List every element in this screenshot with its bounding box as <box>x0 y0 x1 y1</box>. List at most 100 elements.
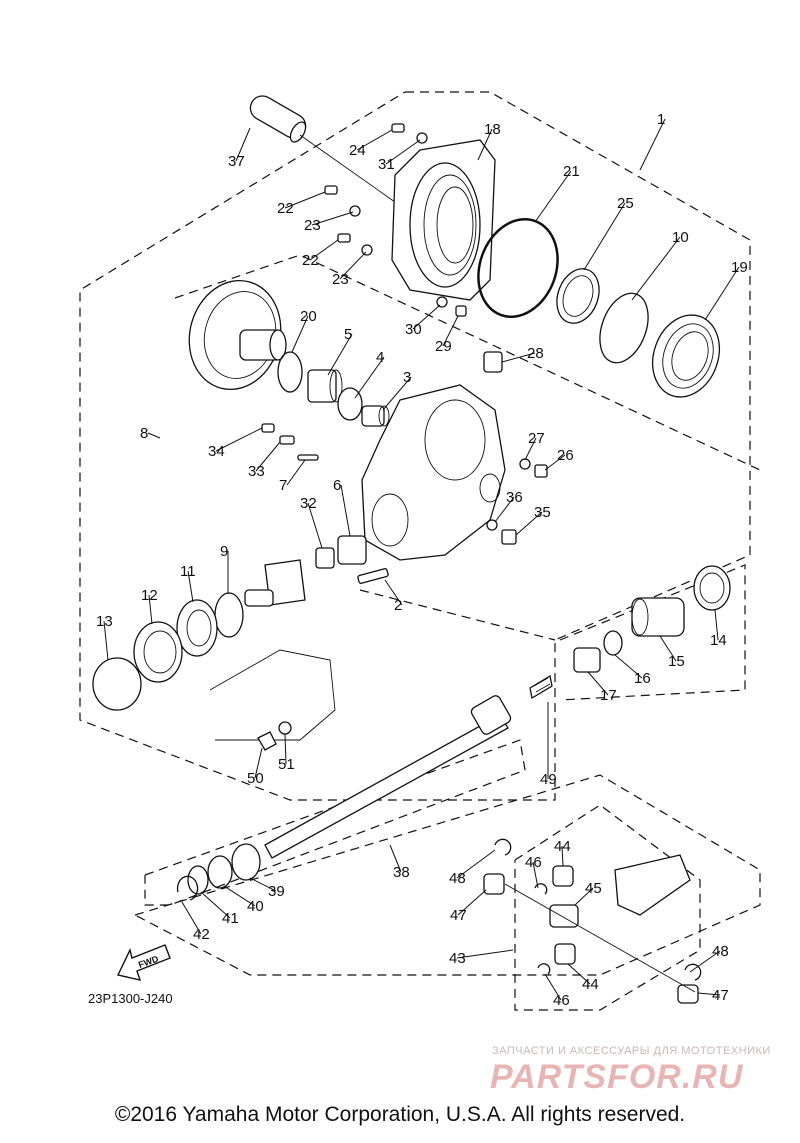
callout-45: 45 <box>585 880 602 897</box>
leader-line-35 <box>515 511 543 536</box>
callout-9: 9 <box>220 543 228 560</box>
callout-47: 47 <box>712 987 729 1004</box>
leader-line-44 <box>567 963 591 985</box>
part-19-bearing <box>652 314 720 398</box>
callout-31: 31 <box>378 156 395 173</box>
leader-line-45 <box>574 887 594 906</box>
part-41-washer <box>187 865 209 895</box>
part-11-bearing <box>176 599 218 657</box>
callout-14: 14 <box>710 632 727 649</box>
leader-line-23 <box>339 251 367 280</box>
part-35-bolt <box>501 529 517 545</box>
callout-18: 18 <box>484 121 501 138</box>
callout-13: 13 <box>96 613 113 630</box>
part-51-washer <box>278 721 292 735</box>
part-8-ring-gear <box>188 279 287 391</box>
callout-48: 48 <box>712 943 729 960</box>
part-37-tube <box>249 95 307 143</box>
leader-line-8 <box>147 432 161 439</box>
callout-39: 39 <box>268 883 285 900</box>
leader-line-10 <box>631 236 681 301</box>
callout-23: 23 <box>332 271 349 288</box>
callout-50: 50 <box>247 770 264 787</box>
leader-line-30 <box>412 304 441 330</box>
callout-46: 46 <box>553 992 570 1009</box>
part-26-bolt <box>534 464 548 478</box>
part-32-collar <box>315 547 335 569</box>
callout-22: 22 <box>277 200 294 217</box>
part-49-spring <box>529 674 553 700</box>
leader-line-19 <box>704 266 740 321</box>
leader-line-33 <box>255 441 281 472</box>
leader-line-27 <box>524 437 537 461</box>
callout-36: 36 <box>506 489 523 506</box>
callout-17: 17 <box>600 687 617 704</box>
part-36-washer <box>486 519 498 531</box>
assembly-boundaries <box>79 91 761 1011</box>
diagram-code: 23P1300-J240 <box>88 991 173 1006</box>
leader-line-38 <box>389 844 402 873</box>
callout-20: 20 <box>300 308 317 325</box>
callout-29: 29 <box>435 338 452 355</box>
leader-line-12 <box>148 594 153 625</box>
callout-4: 4 <box>376 349 384 366</box>
leader-line-47 <box>457 889 487 916</box>
fwd-arrow-icon: FWD <box>116 944 171 981</box>
leader-line-18 <box>477 128 493 161</box>
part-swingarm-outline <box>209 649 336 741</box>
part-gear-case <box>361 384 506 561</box>
leader-line-29 <box>442 315 459 347</box>
part-27-washer <box>519 458 531 470</box>
callout-22: 22 <box>302 252 319 269</box>
callout-group: 1234567891011121314151617181920212222232… <box>96 111 748 1009</box>
callout-43: 43 <box>449 950 466 967</box>
leader-line-23 <box>311 211 354 226</box>
part-3-collar <box>361 405 390 427</box>
leader-line-2 <box>384 579 403 606</box>
part-14-seal <box>693 565 731 611</box>
callout-51: 51 <box>278 756 295 773</box>
leader-line-14 <box>714 609 719 641</box>
leader-line-47 <box>697 992 721 996</box>
leader-line-42 <box>181 901 202 935</box>
part-34-33-7 <box>261 423 319 461</box>
callout-24: 24 <box>349 142 366 159</box>
leader-line-34 <box>215 427 263 452</box>
callout-28: 28 <box>527 345 544 362</box>
part-38-drive-shaft <box>264 695 512 859</box>
leader-line-11 <box>187 570 194 603</box>
callout-16: 16 <box>634 670 651 687</box>
callout-6: 6 <box>333 477 341 494</box>
part-5-bearing <box>307 369 343 403</box>
callout-7: 7 <box>279 477 287 494</box>
part-6-bearing <box>337 535 367 565</box>
part-shapes: FWD <box>92 95 731 1004</box>
leader-line-51 <box>284 733 287 765</box>
callout-8: 8 <box>140 425 148 442</box>
part-2-stud <box>357 568 389 584</box>
leader-line-31 <box>385 139 421 165</box>
callout-27: 27 <box>528 430 545 447</box>
callout-15: 15 <box>668 653 685 670</box>
callout-38: 38 <box>393 864 410 881</box>
watermark-tagline: ЗАПЧАСТИ И АКСЕССУАРЫ ДЛЯ МОТОТЕХНИКИ <box>492 1045 771 1057</box>
leader-line-15 <box>659 635 677 662</box>
leader-line-5 <box>327 333 353 376</box>
callout-12: 12 <box>141 587 158 604</box>
part-42-circlip <box>176 875 199 901</box>
part-17-collar <box>573 647 601 673</box>
part-universal-joint <box>483 838 702 1004</box>
callout-23: 23 <box>304 217 321 234</box>
callout-30: 30 <box>405 321 422 338</box>
part-16-washer <box>603 630 623 656</box>
part-39-seal <box>231 843 261 881</box>
leader-line-4 <box>354 356 385 399</box>
part-40-washer <box>207 855 233 889</box>
callout-21: 21 <box>563 163 580 180</box>
leader-line-1 <box>639 118 666 171</box>
leader-line-25 <box>583 202 626 271</box>
callout-44: 44 <box>582 976 599 993</box>
callout-42: 42 <box>193 926 210 943</box>
callout-19: 19 <box>731 259 748 276</box>
leader-line-37 <box>235 127 251 162</box>
